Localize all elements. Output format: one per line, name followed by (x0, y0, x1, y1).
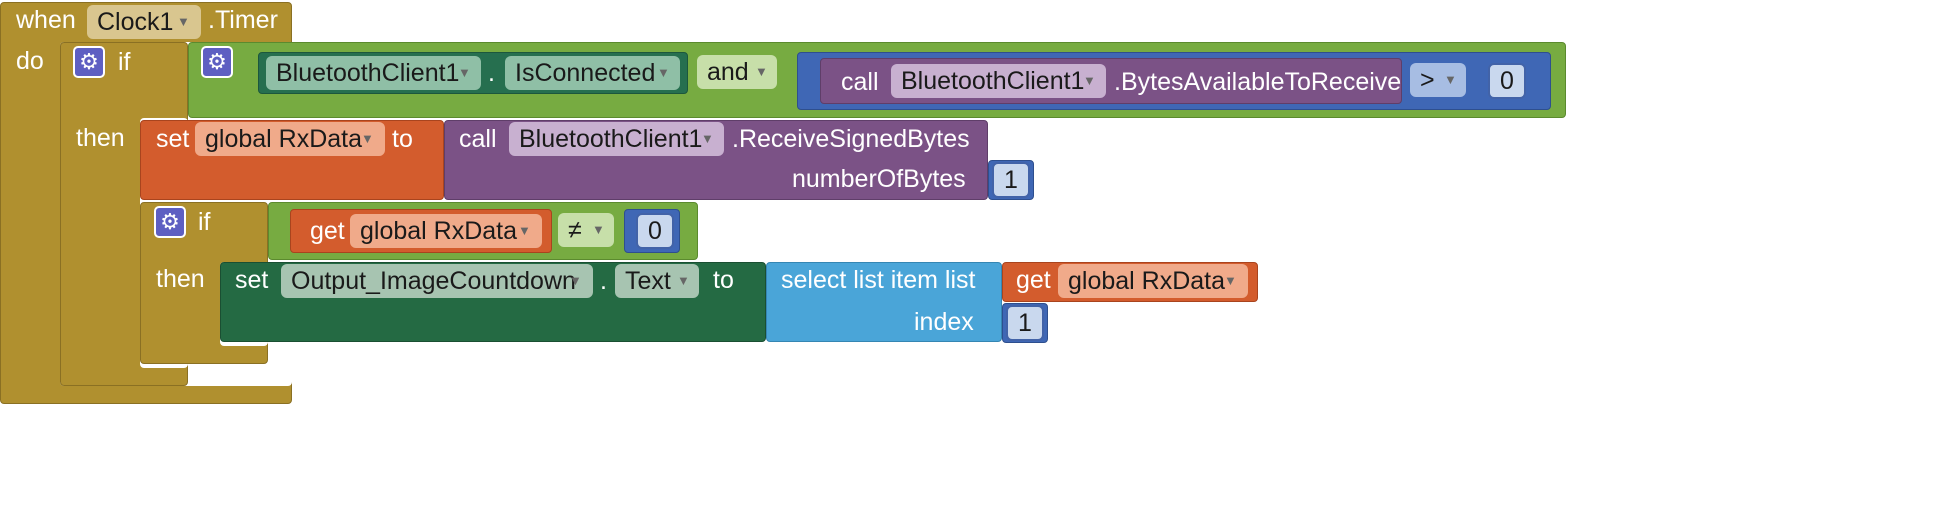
if2-variable-text: global RxData (360, 217, 518, 245)
if1-then-label: then (76, 124, 125, 152)
isconnected-property-text: IsConnected (515, 59, 656, 87)
set-label: set (235, 266, 269, 294)
if2-then-label: then (156, 265, 205, 293)
bluetooth-component-dropdown[interactable]: BluetoothClient1 ▼ (266, 56, 481, 90)
receive-component-text: BluetoothClient1 (519, 125, 703, 153)
event-name-label: .Timer (208, 6, 278, 34)
not-equal-operator-dropdown[interactable]: ≠ ▼ (558, 213, 614, 247)
and-operator-dropdown[interactable]: and ▼ (697, 55, 777, 89)
chevron-down-icon: ▼ (1444, 72, 1457, 87)
dot-separator: . (600, 267, 607, 295)
number-of-bytes-label: numberOfBytes (792, 165, 966, 193)
chevron-down-icon: ▼ (701, 131, 714, 146)
get-label: get (310, 217, 345, 245)
chevron-down-icon: ▼ (592, 222, 605, 237)
output-component-dropdown[interactable]: Output_ImageCountdown ▼ (281, 264, 593, 298)
index-label: index (914, 308, 974, 336)
chevron-down-icon: ▼ (1083, 73, 1096, 88)
not-equal-operator-text: ≠ (568, 216, 582, 244)
greater-than-operator-text: > (1420, 66, 1435, 94)
call-label: call (459, 125, 497, 153)
if2-zero-field[interactable]: 0 (636, 213, 674, 249)
isconnected-property-dropdown[interactable]: IsConnected ▼ (505, 56, 680, 90)
if2-label: if (198, 208, 211, 236)
gear-icon[interactable]: ⚙ (201, 46, 233, 78)
chevron-down-icon: ▼ (177, 14, 190, 29)
call-label: call (841, 68, 879, 96)
set-label: set (156, 125, 190, 153)
chevron-down-icon: ▼ (657, 65, 670, 80)
chevron-down-icon: ▼ (569, 273, 582, 288)
chevron-down-icon: ▼ (1224, 273, 1237, 288)
text-property-text: Text (625, 267, 671, 295)
receive-method-label: .ReceiveSignedBytes (732, 125, 970, 153)
when-label: when (16, 6, 76, 34)
clock-component-text: Clock1 (97, 8, 174, 36)
greater-than-operator-dropdown[interactable]: > ▼ (1410, 63, 1466, 97)
chevron-down-icon: ▼ (361, 131, 374, 146)
global-rxdata-variable-text: global RxData (205, 125, 363, 153)
select-list-item-label: select list item list (781, 266, 976, 294)
chevron-down-icon: ▼ (518, 223, 531, 238)
receive-component-dropdown[interactable]: BluetoothClient1 ▼ (509, 122, 724, 156)
bluetooth-call-component-dropdown[interactable]: BluetoothClient1 ▼ (891, 64, 1106, 98)
list-variable-dropdown[interactable]: global RxData ▼ (1058, 264, 1248, 298)
list-variable-text: global RxData (1068, 267, 1226, 295)
to-label: to (392, 125, 413, 153)
chevron-down-icon: ▼ (755, 64, 768, 79)
get-label: get (1016, 266, 1051, 294)
gear-icon[interactable]: ⚙ (73, 46, 105, 78)
bytes-available-method-label: .BytesAvailableToReceive (1114, 68, 1402, 96)
index-number-field[interactable]: 1 (1006, 305, 1044, 341)
dot-separator: . (488, 59, 495, 87)
clock-component-dropdown[interactable]: Clock1 ▼ (87, 5, 201, 39)
to-label: to (713, 266, 734, 294)
chevron-down-icon: ▼ (677, 273, 690, 288)
gear-icon[interactable]: ⚙ (154, 206, 186, 238)
if2-variable-dropdown[interactable]: global RxData ▼ (350, 214, 542, 248)
chevron-down-icon: ▼ (458, 65, 471, 80)
bluetooth-component-text: BluetoothClient1 (276, 59, 460, 87)
bluetooth-call-component-text: BluetoothClient1 (901, 67, 1085, 95)
output-component-text: Output_ImageCountdown (291, 267, 576, 295)
do-label: do (16, 47, 44, 75)
number-of-bytes-field[interactable]: 1 (992, 162, 1030, 198)
global-rxdata-variable-dropdown[interactable]: global RxData ▼ (195, 122, 385, 156)
text-property-dropdown[interactable]: Text ▼ (615, 264, 699, 298)
zero-number-field[interactable]: 0 (1488, 63, 1526, 99)
select-list-item-block[interactable] (766, 262, 1002, 342)
and-operator-text: and (707, 58, 749, 86)
if1-label: if (118, 48, 131, 76)
